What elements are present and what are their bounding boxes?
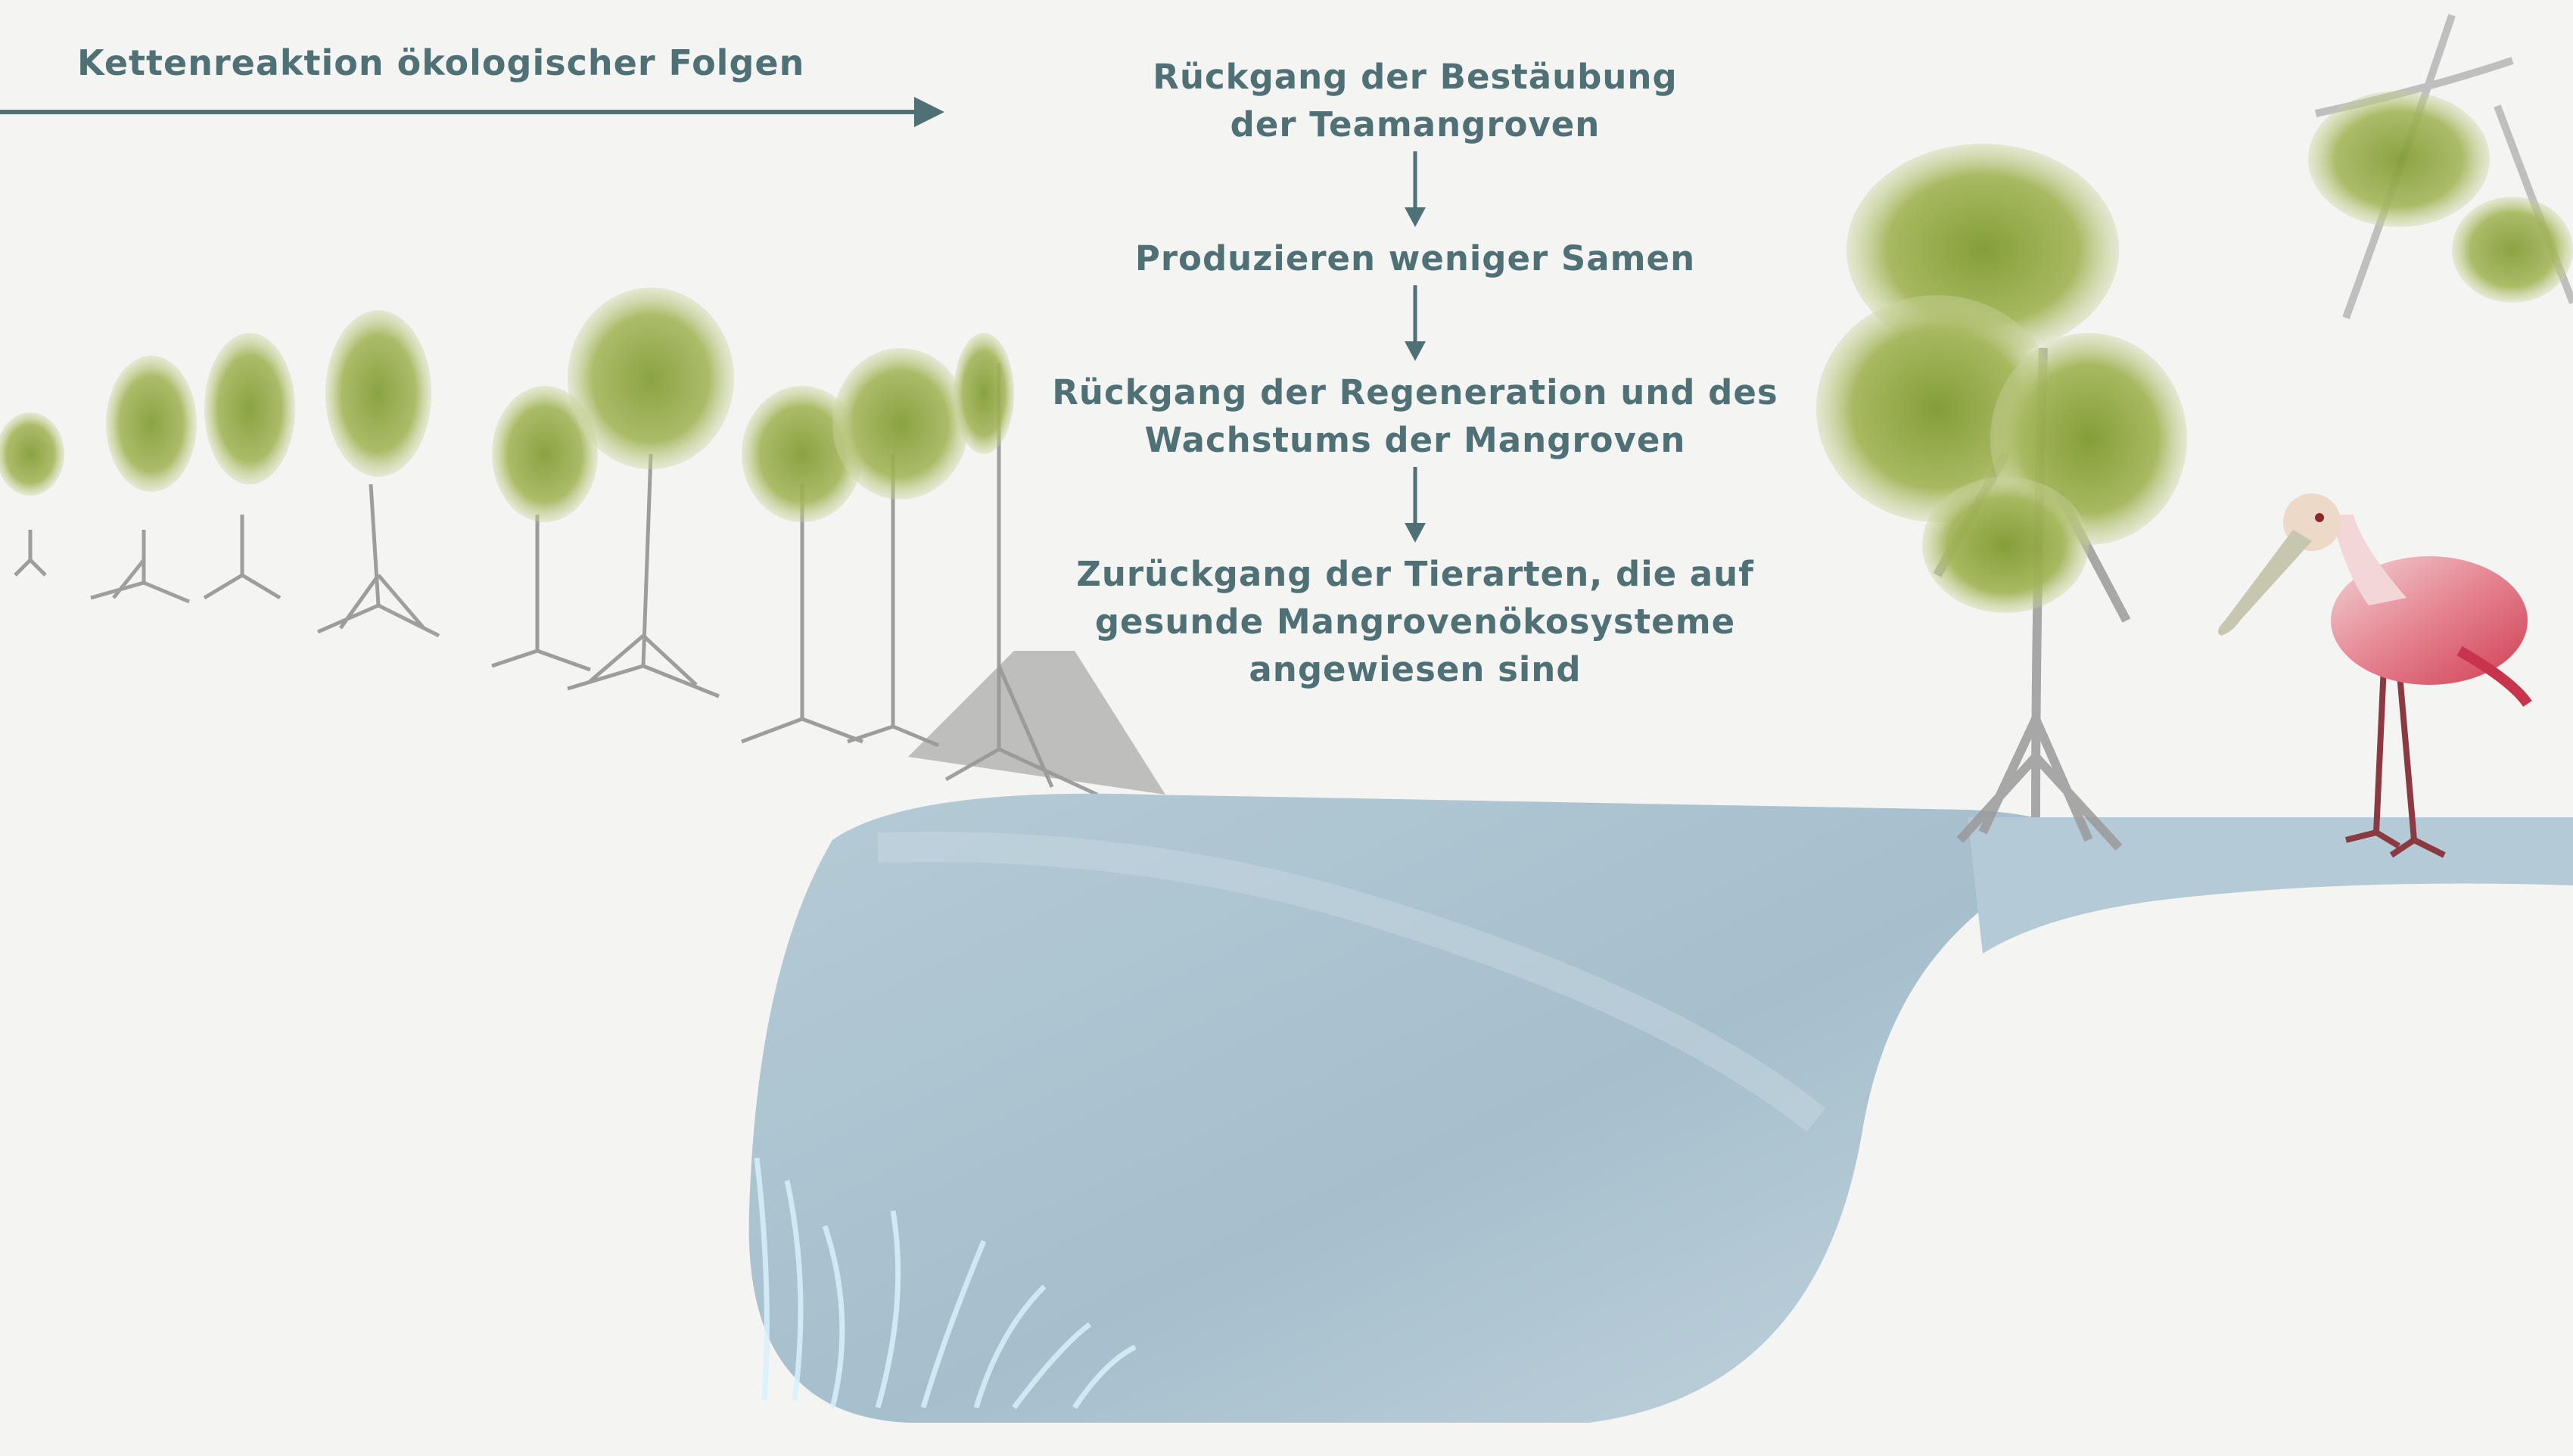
arrow-right-icon	[0, 97, 944, 127]
arrow-down-icon	[1405, 467, 1426, 543]
mangrove-forest-left	[0, 288, 1165, 802]
chain-step-2: Produzieren weniger Samen	[1135, 235, 1695, 282]
chain-step-1-line-1: Rückgang der Bestäubung	[1153, 57, 1678, 97]
headline: Kettenreaktion ökologischer Folgen	[77, 42, 805, 83]
chain-step-3-line-1: Rückgang der Regeneration und des	[1052, 372, 1778, 412]
chain-step-1: Rückgang der Bestäubung der Teamangroven	[1153, 53, 1677, 148]
chain-step-4-line-1: Zurückgang der Tierarten, die auf	[1076, 554, 1754, 594]
arrow-down-icon	[1405, 285, 1426, 361]
consequence-chain: Rückgang der Bestäubung der Teamangroven…	[1014, 53, 1816, 693]
chain-step-4-line-2: gesunde Mangrovenökosysteme	[1094, 602, 1736, 642]
chain-step-3: Rückgang der Regeneration und des Wachst…	[1052, 369, 1778, 464]
roseate-spoonbill-icon	[2218, 493, 2532, 858]
chain-step-3-line-2: Wachstums der Mangroven	[1144, 420, 1686, 460]
arrow-down-icon	[1405, 151, 1426, 227]
chain-step-4: Zurückgang der Tierarten, die auf gesund…	[1076, 550, 1754, 693]
water-pond-icon	[748, 793, 2573, 1423]
chain-step-4-line-3: angewiesen sind	[1249, 649, 1582, 689]
seagrass-icon	[754, 1157, 1137, 1410]
chain-step-2-line-1: Produzieren weniger Samen	[1134, 238, 1696, 278]
chain-step-1-line-2: der Teamangroven	[1230, 104, 1601, 145]
mangrove-tree-icon	[1816, 14, 2573, 851]
